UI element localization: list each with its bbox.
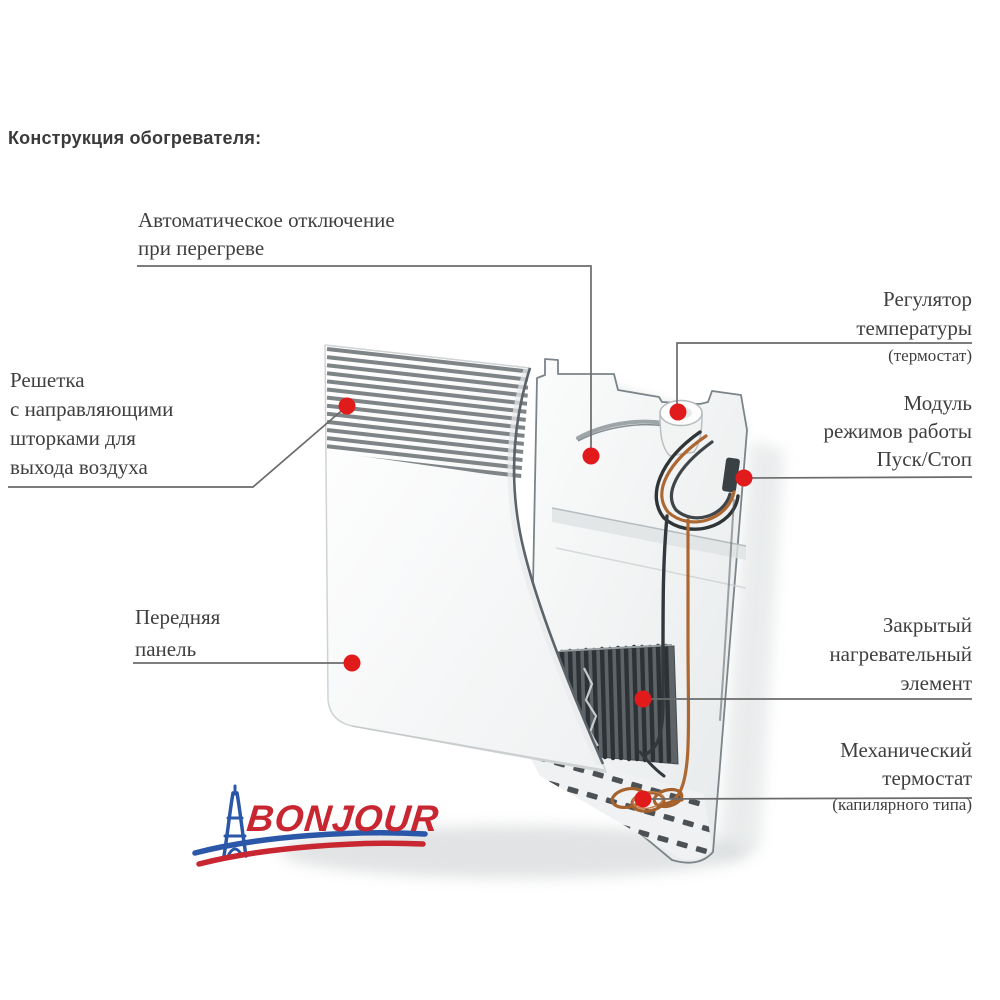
leader-grille — [8, 405, 348, 488]
dot-regulator — [669, 403, 687, 421]
dot-grille — [338, 397, 356, 415]
leader-module — [743, 476, 973, 479]
dot-capillary — [634, 790, 652, 808]
eiffel-tower-icon — [192, 784, 428, 867]
leader-auto-off — [137, 265, 592, 456]
label-regulator: Регулятор температуры (термостат) — [856, 256, 972, 396]
label-mech-thermostat: Механический термостат (капилярного типа… — [832, 708, 972, 844]
leader-regulator — [676, 342, 972, 412]
dot-module — [735, 469, 753, 487]
label-front-panel: Передняя панель — [135, 605, 221, 661]
callout-dots — [338, 397, 753, 808]
label-heating-element: Закрытый нагревательный элемент — [829, 613, 972, 695]
dot-heating-element — [634, 690, 652, 708]
capillary-coil — [610, 786, 684, 813]
label-auto-off: Автоматическое отключение при перегреве — [138, 208, 395, 260]
label-module: Модуль режимов работы Пуск/Стоп — [823, 391, 972, 471]
label-mech-thermostat-text: Механический термостат — [840, 738, 972, 790]
back-panel-creases — [551, 419, 747, 589]
label-mech-thermostat-note: (капилярного типа) — [832, 795, 972, 814]
label-grille: Решетка с направляющими шторками для вых… — [10, 368, 174, 479]
label-regulator-note: (термостат) — [888, 346, 972, 365]
dot-front-panel — [343, 654, 361, 672]
brand-logo: BONJOUR — [185, 778, 441, 873]
logo-swoosh-red — [196, 840, 426, 867]
label-regulator-text: Регулятор температуры — [856, 287, 972, 340]
cutaway-edge — [507, 367, 605, 766]
module-connector — [722, 457, 740, 493]
logo-text: BONJOUR — [244, 798, 442, 839]
page-title: Конструкция обогревателя: — [8, 128, 262, 148]
front-panel-bottom-edge — [351, 725, 605, 771]
leader-lines — [8, 265, 973, 800]
leader-capillary — [642, 797, 973, 800]
dot-auto-off — [582, 447, 600, 465]
bottom-grille — [524, 746, 712, 860]
logo-swoosh-blue — [192, 830, 428, 856]
